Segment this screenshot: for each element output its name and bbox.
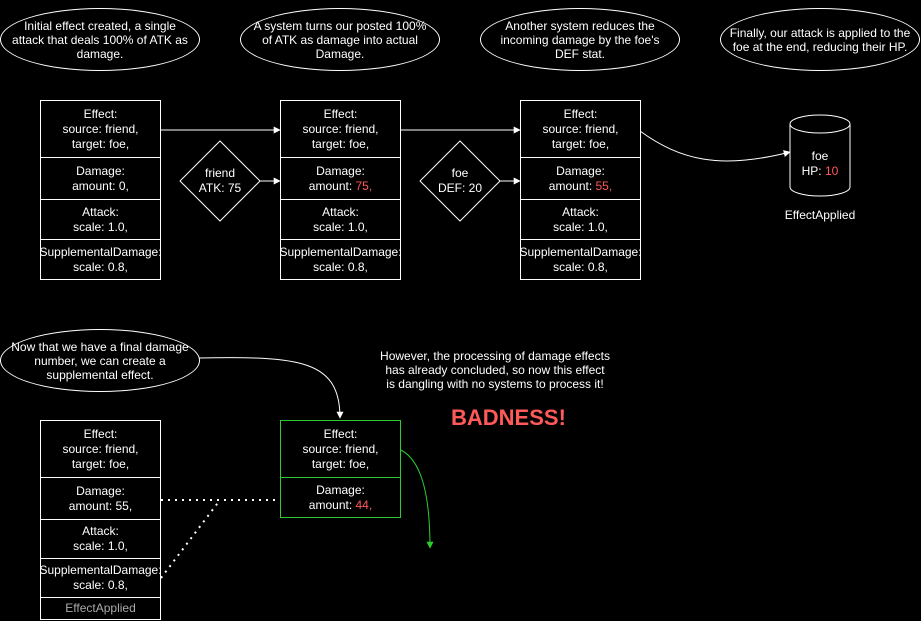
entity-supplemental-effect: Effect: source: friend, target: foe, Dam… <box>280 420 401 518</box>
arrow-note-new-effect <box>198 357 344 419</box>
effect-component: Effect: source: friend, target: foe, <box>520 100 641 158</box>
arrow-e3-foe-hp <box>639 130 791 162</box>
supplemental-damage-component: SupplementalDamage: scale: 0.8, <box>39 559 162 598</box>
warning-text: However, the processing of damage effect… <box>380 349 610 391</box>
dotted-link-supplemental <box>160 499 221 579</box>
attack-component: Attack: scale: 1.0, <box>280 200 401 240</box>
damage-amount: 75 <box>355 178 369 193</box>
effect-applied-tag: EffectApplied <box>40 598 161 620</box>
diamond-foe-def <box>419 140 501 222</box>
supplemental-damage-component: SupplementalDamage: scale: 0.8, <box>279 240 402 280</box>
badness-label: BADNESS! <box>451 405 566 430</box>
arrow-dangling <box>400 449 434 549</box>
damage-component: Damage: amount: 55, <box>520 158 641 200</box>
attack-component: Attack: scale: 1.0, <box>40 520 161 559</box>
damage-amount: 44 <box>355 497 369 512</box>
effect-component: Effect: source: friend, target: foe, <box>280 100 401 158</box>
damage-component: Damage: amount: 0, <box>40 158 161 200</box>
damage-component: Damage: amount: 55, <box>40 478 161 520</box>
foe-hp-label: foe HP: 10 <box>801 149 839 178</box>
damage-component: Damage: amount: 44, <box>280 477 401 518</box>
note-apply-to-foe: Finally, our attack is applied to the fo… <box>720 8 920 71</box>
note-supplemental: Now that we have a final damage number, … <box>0 329 200 392</box>
entity-after-def: Effect: source: friend, target: foe, Dam… <box>519 100 642 280</box>
note-atk-to-damage: A system turns our posted 100% of ATK as… <box>240 8 440 71</box>
damage-amount: 0 <box>118 178 126 193</box>
foe-hp-value: 10 <box>824 164 839 178</box>
foe-def-label: foe DEF: 20 <box>437 166 482 195</box>
friend-atk-label: friend ATK: 75 <box>198 166 242 195</box>
effect-component: Effect: source: friend, target: foe, <box>40 420 161 478</box>
cylinder-foe-hp <box>789 114 851 197</box>
supplemental-damage-component: SupplementalDamage: scale: 0.8, <box>519 240 642 280</box>
supplemental-damage-component: SupplementalDamage: scale: 0.8, <box>39 240 162 280</box>
damage-amount: 55 <box>595 178 609 193</box>
entity-after-atk: Effect: source: friend, target: foe, Dam… <box>279 100 402 280</box>
entity-applied: Effect: source: friend, target: foe, Dam… <box>39 420 162 620</box>
effect-component: Effect: source: friend, target: foe, <box>280 420 401 478</box>
note-initial-effect: Initial effect created, a single attack … <box>0 8 200 71</box>
damage-component: Damage: amount: 75, <box>280 158 401 200</box>
effect-component: Effect: source: friend, target: foe, <box>40 100 161 158</box>
attack-component: Attack: scale: 1.0, <box>520 200 641 240</box>
attack-component: Attack: scale: 1.0, <box>40 200 161 240</box>
foe-hp-caption: EffectApplied <box>784 208 856 222</box>
diamond-friend <box>179 140 261 222</box>
entity-initial: Effect: source: friend, target: foe, Dam… <box>39 100 162 280</box>
damage-amount: 55 <box>115 498 129 513</box>
note-def-reduction: Another system reduces the incoming dama… <box>480 8 680 71</box>
